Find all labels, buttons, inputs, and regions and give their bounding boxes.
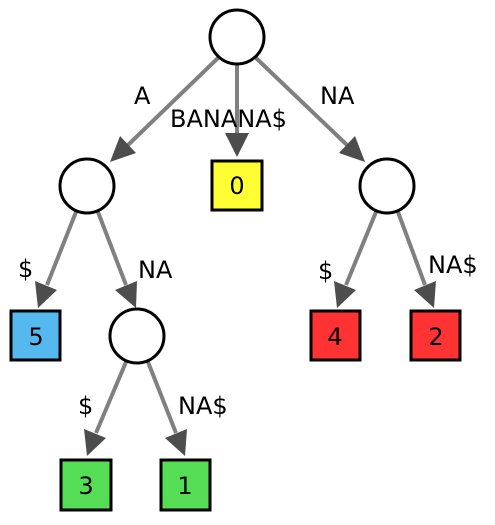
edge-root-to-na [254, 56, 349, 147]
edge-na-to-leaf4 [344, 211, 378, 286]
leaf-4: 4 [309, 309, 362, 362]
leaf-label-0: 0 [229, 172, 244, 200]
arrow-ana-to-leaf3 [84, 429, 106, 456]
node-a [58, 157, 116, 215]
arrow-na-to-leaf4 [334, 281, 356, 308]
leaf-box-1 [159, 458, 212, 512]
edge-label-na-dollar: $ [318, 257, 333, 285]
arrow-root-to-leaf0 [225, 133, 249, 157]
edge-ana-to-leaf3 [94, 361, 128, 434]
edge-label-a-na: NA [138, 256, 173, 284]
leaf-1: 1 [159, 458, 212, 512]
internal-nodes [58, 8, 416, 365]
edge-label-na: NA [320, 82, 355, 110]
leaf-label-1: 1 [177, 472, 192, 500]
arrow-ana-to-leaf1 [165, 429, 187, 456]
edge-label-a-dollar: $ [18, 255, 33, 283]
arrow-root-to-a [110, 136, 136, 162]
leaf-box-5 [9, 309, 62, 362]
edge-label-banana: BANANA$ [170, 105, 287, 133]
edges [35, 56, 436, 456]
edge-label-na-nadollar: NA$ [428, 251, 478, 279]
leaf-box-2 [409, 309, 462, 362]
edge-na-to-leaf2 [396, 211, 427, 286]
edge-a-to-leaf5 [45, 211, 78, 286]
node-na [358, 157, 416, 215]
leaf-label-3: 3 [78, 472, 93, 500]
arrow-root-to-na [339, 136, 365, 162]
edge-label-ana-nadollar: NA$ [178, 392, 228, 420]
leaf-label-5: 5 [28, 323, 43, 351]
edge-label-a: A [134, 82, 151, 110]
leaf-box-3 [59, 458, 113, 512]
node-ana [108, 307, 166, 365]
arrow-a-to-ana [115, 281, 137, 308]
edge-label-ana-dollar: $ [78, 392, 93, 420]
leaf-2: 2 [409, 309, 462, 362]
leaf-5: 5 [9, 309, 62, 362]
edge-a-to-ana [96, 211, 128, 286]
arrow-na-to-leaf2 [414, 281, 436, 308]
edge-root-to-a [126, 56, 220, 147]
leaf-box-0 [210, 159, 264, 212]
leaf-3: 3 [59, 458, 113, 512]
leaf-box-4 [309, 309, 362, 362]
node-root [208, 8, 266, 66]
leaf-label-4: 4 [327, 323, 342, 351]
leaf-0: 0 [210, 159, 264, 212]
leaf-label-2: 2 [428, 323, 443, 351]
edge-ana-to-leaf1 [146, 361, 178, 434]
edge-labels: A BANANA$ NA $ NA $ NA$ $ NA$ [18, 82, 478, 420]
arrow-a-to-leaf5 [35, 281, 57, 308]
